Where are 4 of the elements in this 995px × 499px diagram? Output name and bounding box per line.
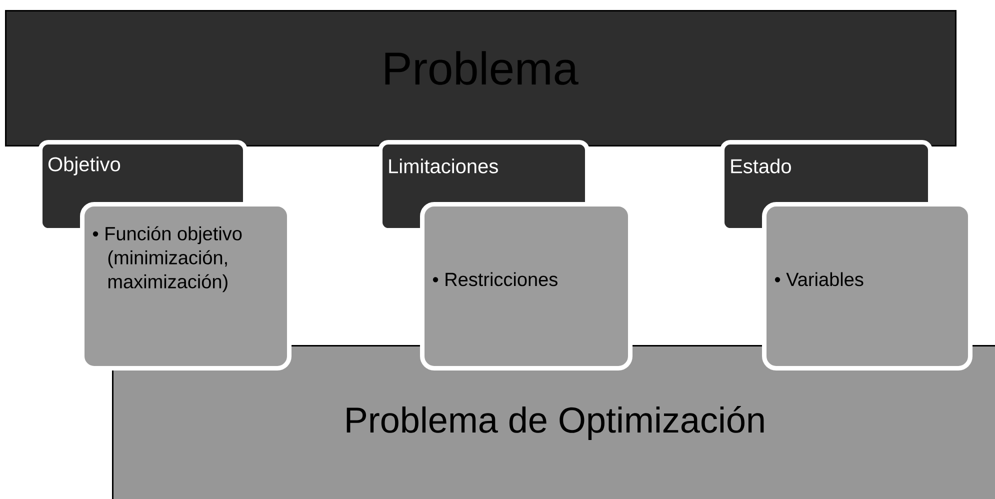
node-label: Problema de Optimización xyxy=(346,406,764,440)
item-box: • Variables xyxy=(762,202,972,370)
item-box: • Restricciones xyxy=(420,202,632,370)
item-box: • Función objetivo (minimización, maximización) xyxy=(80,202,292,370)
